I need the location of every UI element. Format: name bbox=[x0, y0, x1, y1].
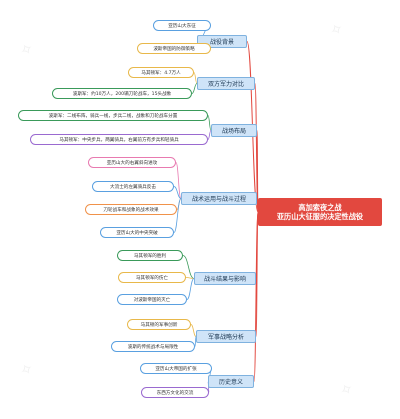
branch-significance[interactable]: 历史意义 bbox=[208, 375, 254, 388]
connector-line bbox=[175, 162, 182, 199]
connector-line bbox=[173, 186, 182, 199]
leaf-significance-2[interactable]: 东西方文化的交流 bbox=[141, 387, 209, 398]
leaf-tactics-1[interactable]: 亚历山大的右翼斜向进攻 bbox=[88, 157, 176, 168]
leaf-background-1[interactable]: 亚历山大东征 bbox=[153, 20, 211, 31]
connector-line bbox=[173, 198, 182, 233]
leaf-forces-1[interactable]: 马其顿军：4.7万人 bbox=[128, 67, 194, 78]
connector-line bbox=[185, 277, 195, 279]
leaf-results-2[interactable]: 马其顿军的伤亡 bbox=[118, 272, 186, 283]
connector-line bbox=[194, 336, 197, 347]
leaf-deployment-2[interactable]: 马其顿军：中央步兵，两翼骑兵，右翼前方有步兵和轻骑兵 bbox=[30, 134, 208, 145]
connector-line bbox=[207, 115, 212, 131]
connector-line bbox=[186, 278, 195, 300]
leaf-tactics-2[interactable]: 大流士的左翼骑兵反击 bbox=[92, 181, 174, 192]
root-title-line1: 高加索夜之战 bbox=[298, 203, 342, 212]
leaf-tactics-3[interactable]: 刀轮战车和战象的战术效果 bbox=[85, 204, 177, 215]
branch-results[interactable]: 战斗结果与影响 bbox=[194, 272, 256, 285]
branch-tactics[interactable]: 战术运用与战斗过程 bbox=[181, 192, 257, 205]
leaf-tactics-4[interactable]: 亚历山大的中央突破 bbox=[100, 227, 174, 238]
connector-line bbox=[191, 83, 198, 94]
leaf-significance-1[interactable]: 亚历山大帝国的扩张 bbox=[140, 363, 212, 374]
connector-line bbox=[182, 255, 195, 279]
branch-strategy[interactable]: 军事战略分析 bbox=[196, 330, 256, 343]
connector-line bbox=[207, 130, 212, 140]
connector-line bbox=[190, 324, 197, 337]
leaf-results-3[interactable]: 对波斯帝国的灭亡 bbox=[117, 294, 187, 305]
leaf-forces-2[interactable]: 波斯军：约10万人，200辆刀轮战车，15头战象 bbox=[52, 88, 192, 99]
connector-line bbox=[253, 211, 259, 382]
leaf-background-2[interactable]: 波斯帝国的防御策略 bbox=[137, 43, 211, 54]
root-title-line2: 亚历山大征服的决定性战役 bbox=[276, 212, 364, 221]
leaf-strategy-1[interactable]: 马其顿的军事创新 bbox=[127, 319, 191, 330]
leaf-deployment-1[interactable]: 波斯军：二线布阵，骑兵一线，步兵二线，战象和刀轮战车分置 bbox=[18, 110, 208, 121]
branch-deployment[interactable]: 战场布局 bbox=[211, 124, 257, 137]
leaf-strategy-2[interactable]: 波斯的传统战术与局限性 bbox=[111, 341, 195, 352]
root-topic[interactable]: 高加索夜之战 亚历山大征服的决定性战役 bbox=[258, 198, 382, 226]
branch-forces[interactable]: 双方军力对比 bbox=[197, 77, 255, 90]
leaf-results-1[interactable]: 马其顿军的胜利 bbox=[117, 250, 183, 261]
